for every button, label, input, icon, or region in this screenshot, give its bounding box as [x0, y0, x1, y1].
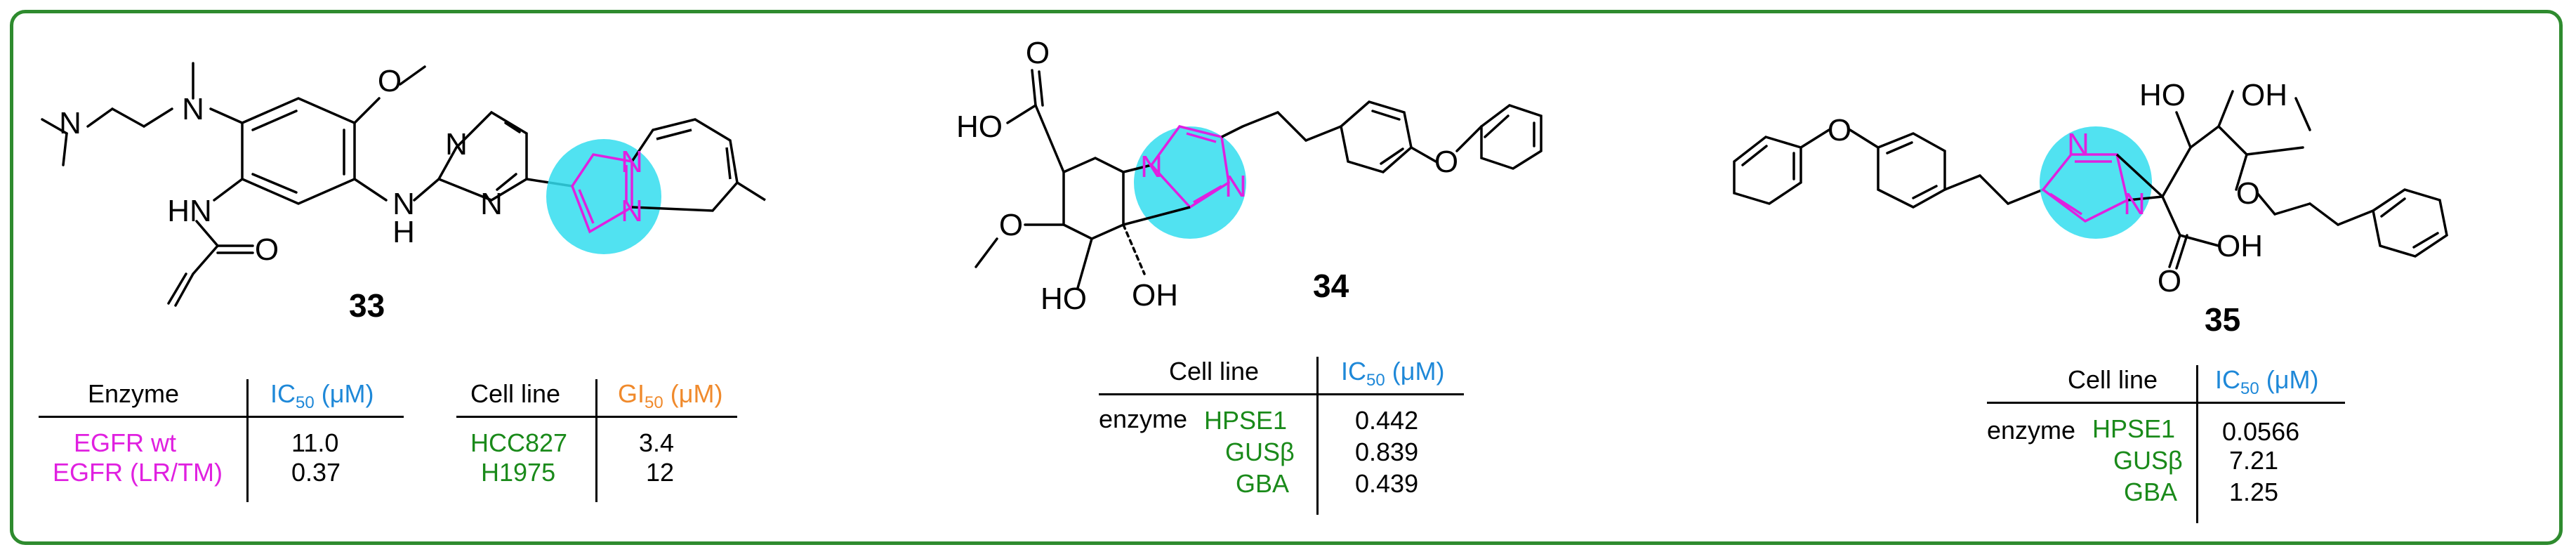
cell-row-2-value: 12: [646, 458, 675, 487]
row-prefix: enzyme: [1987, 416, 2076, 445]
atom-n-pyrimidine-2: N: [480, 187, 503, 221]
row-prefix: enzyme: [1099, 405, 1188, 433]
enzyme-row-1-value: 11.0: [291, 428, 339, 457]
compound-35-label: 35: [2205, 301, 2241, 338]
compound-33-label: 33: [349, 287, 385, 324]
atom-n2: N: [182, 92, 204, 126]
table-divider: [2196, 365, 2198, 523]
atom-o-methoxy: O: [378, 64, 402, 98]
row-2-name: GUSβ: [1225, 438, 1295, 466]
row-1-value: 0.0566: [2222, 417, 2300, 446]
atom-oh-sugar: OH: [2241, 78, 2287, 112]
atom-ho-1: HO: [1041, 282, 1087, 316]
atom-n-imidazole-1: N: [621, 145, 643, 179]
atom-n-imidazole-2: N: [2123, 187, 2146, 221]
cellline-col-header: Cell line: [1169, 357, 1260, 386]
atom-n-imidazole-1: N: [2067, 127, 2089, 162]
atom-ho-acid: HO: [956, 110, 1003, 144]
atom-o-chain: O: [2236, 176, 2260, 211]
gi50-col-header: GI50 (μM): [618, 379, 723, 413]
atom-n-imidazole-2: N: [621, 194, 643, 228]
cell-row-1-name: HCC827: [470, 428, 568, 457]
row-1-name: HPSE1: [2092, 414, 2176, 443]
cell-table-divider: [595, 379, 597, 502]
table-rule: [1099, 393, 1464, 395]
table-divider: [1316, 357, 1319, 515]
cell-row-2-name: H1975: [481, 458, 556, 487]
atom-o-acid: O: [2158, 264, 2181, 298]
table-rule: [1987, 402, 2345, 404]
atom-n-imidazole-1: N: [1140, 150, 1163, 184]
compound-35-structure: HO OH O O N N O OH: [1733, 78, 2448, 298]
atom-o-acid: O: [1026, 36, 1050, 70]
atom-o-ether: O: [1434, 145, 1458, 179]
figure-frame: [10, 10, 2563, 545]
enzyme-row-1-name: EGFR wt: [74, 428, 177, 457]
row-3-value: 1.25: [2229, 478, 2279, 506]
ic50-col-header: IC50 (μM): [1341, 357, 1445, 390]
atom-oh-2: OH: [1132, 278, 1178, 313]
atom-oh-acid: OH: [2217, 229, 2263, 263]
row-1-name: HPSE1: [1204, 406, 1288, 435]
atom-o-phenoxy: O: [1828, 113, 1851, 147]
atom-nh-link: N: [392, 187, 415, 221]
row-1-value: 0.442: [1355, 406, 1419, 435]
atom-n-pyrimidine-1: N: [445, 127, 468, 162]
cellline-col-header: Cell line: [2068, 365, 2158, 394]
atom-hn-amide: HN: [167, 194, 212, 228]
row-3-name: GBA: [1236, 469, 1290, 498]
row-3-value: 0.439: [1355, 469, 1419, 498]
enzyme-row-2-name: EGFR (LR/TM): [53, 458, 223, 487]
enzyme-row-2-value: 0.37: [291, 458, 341, 487]
atom-o-methoxy: O: [999, 208, 1023, 242]
atom-ho-sugar: HO: [2139, 78, 2186, 112]
atom-o-carbonyl: O: [255, 232, 279, 267]
row-2-name: GUSβ: [2113, 446, 2183, 475]
compound-34-structure: HO O O O N N HO OH: [956, 36, 1543, 316]
cellline-col-header: Cell line: [470, 379, 561, 408]
atom-n-imidazole-2: N: [1224, 169, 1247, 204]
compound-34-label: 34: [1313, 268, 1349, 304]
compound-33-structure: N N O HN O N N N H N N: [41, 62, 766, 307]
enzyme-table-divider: [246, 379, 249, 502]
atom-n1: N: [59, 106, 81, 140]
cell-row-1-value: 3.4: [639, 428, 675, 457]
ic50-col-header: IC50 (μM): [270, 379, 374, 413]
ic50-col-header: IC50 (μM): [2215, 365, 2319, 399]
row-2-value: 7.21: [2229, 446, 2279, 475]
row-2-value: 0.839: [1355, 438, 1419, 466]
atom-h-link: H: [392, 215, 415, 249]
row-3-name: GBA: [2124, 478, 2178, 506]
enzyme-table-rule: [39, 416, 404, 418]
enzyme-col-header: Enzyme: [88, 379, 180, 408]
